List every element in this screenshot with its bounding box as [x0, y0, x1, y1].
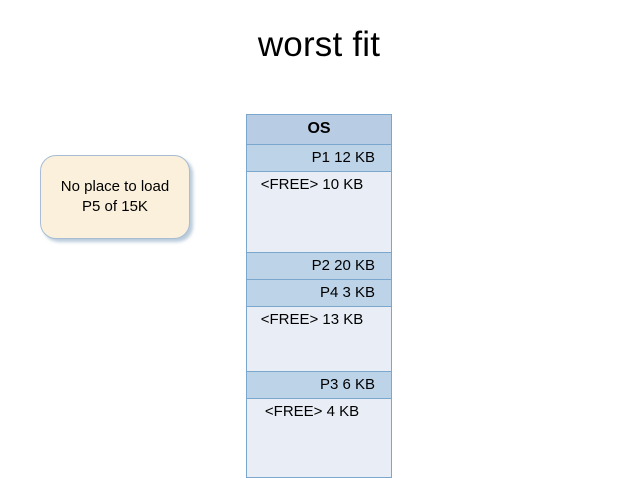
memory-block-process: P4 3 KB — [247, 280, 391, 307]
callout-line-1: No place to load — [60, 177, 170, 195]
memory-block-os: OS — [247, 115, 391, 145]
callout-no-place-to-load: No place to load P5 of 15K — [40, 155, 190, 239]
memory-block-label: P2 20 KB — [311, 257, 375, 274]
memory-block-process: P1 12 KB — [247, 145, 391, 172]
memory-block-label: <FREE> 13 KB — [260, 311, 364, 328]
page-title: worst fit — [257, 25, 381, 64]
memory-block-label: P1 12 KB — [311, 149, 375, 166]
memory-block-process: P2 20 KB — [247, 253, 391, 280]
memory-block-label: <FREE> 10 KB — [260, 176, 364, 193]
callout-line-2: P5 of 15K — [82, 198, 148, 215]
memory-block-free: <FREE> 10 KB — [247, 172, 391, 253]
memory-block-free: <FREE> 4 KB — [247, 399, 391, 477]
memory-block-label: P4 3 KB — [319, 284, 375, 301]
callout-text: No place to load P5 of 15K — [55, 177, 175, 218]
memory-block-process: P3 6 KB — [247, 372, 391, 399]
memory-block-label: P3 6 KB — [319, 376, 375, 393]
memory-block-label: OS — [307, 120, 331, 137]
memory-block-free: <FREE> 13 KB — [247, 307, 391, 372]
memory-block-label: <FREE> 4 KB — [264, 403, 360, 420]
memory-map: OS P1 12 KB <FREE> 10 KB P2 20 KB P4 3 KB <FR… — [246, 114, 392, 478]
